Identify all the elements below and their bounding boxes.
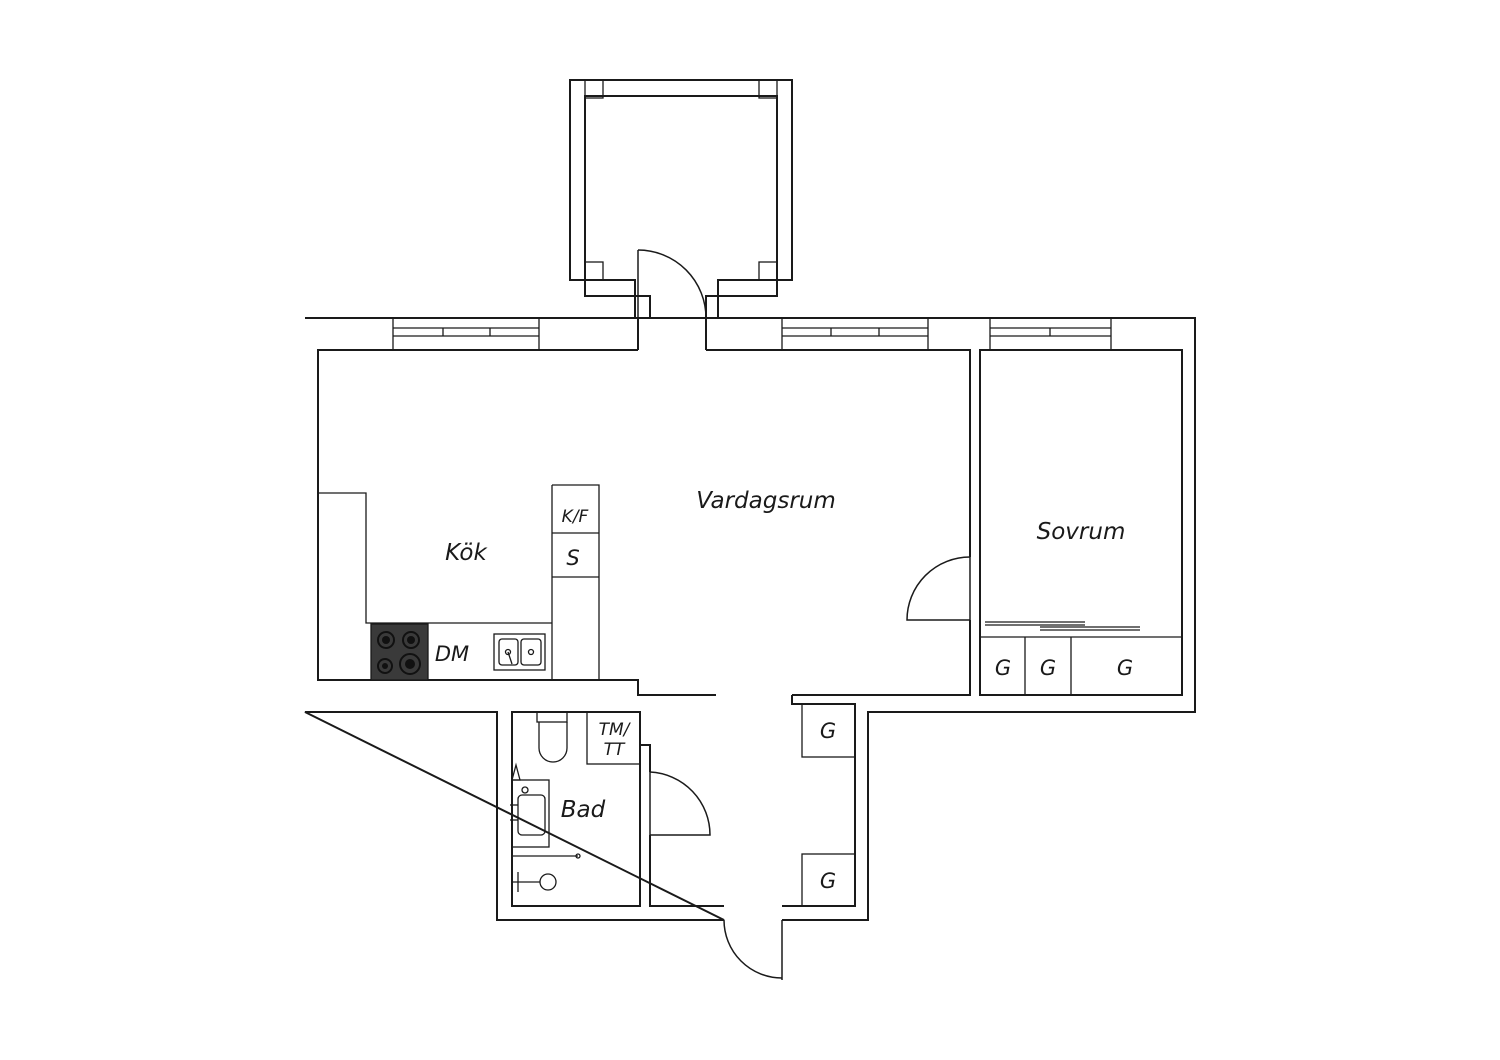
stove (370, 623, 429, 681)
toilet (536, 711, 568, 763)
bedroom-wardrobe (980, 621, 1182, 695)
fixture-label-tm: TM/ (599, 720, 632, 740)
fixture-label-g: G (1040, 656, 1056, 680)
room-label-bad: Bad (561, 797, 606, 823)
fixture-label-g: G (995, 656, 1011, 680)
fixture-label-tt: TT (604, 740, 626, 760)
room-label-kok: Kök (445, 540, 488, 566)
room-label-sovrum: Sovrum (1037, 519, 1126, 545)
shower (512, 853, 581, 892)
outer-walls (304, 317, 1196, 921)
entrance-door (723, 919, 783, 980)
fixture-label-kf: K/F (562, 507, 589, 527)
fixture-label-g: G (1117, 656, 1133, 680)
fixture-label-g: G (820, 869, 836, 893)
window-bedroom (989, 317, 1112, 351)
balcony (569, 79, 793, 318)
fixture-label-dm: DM (435, 642, 469, 666)
balcony-door (637, 249, 707, 319)
kitchen-counter (318, 484, 600, 680)
bathroom-sink (510, 762, 550, 848)
hall-wardrobes (801, 703, 856, 907)
kitchen-sink (493, 633, 546, 671)
fixture-label-g: G (820, 719, 836, 743)
window-kitchen (392, 317, 540, 351)
window-living (781, 317, 929, 351)
room-label-vardagsrum: Vardagsrum (696, 488, 836, 514)
washer-dryer (586, 711, 641, 765)
fixture-label-s: S (566, 546, 579, 570)
bathroom-door (649, 771, 711, 836)
bedroom-door (906, 556, 971, 621)
